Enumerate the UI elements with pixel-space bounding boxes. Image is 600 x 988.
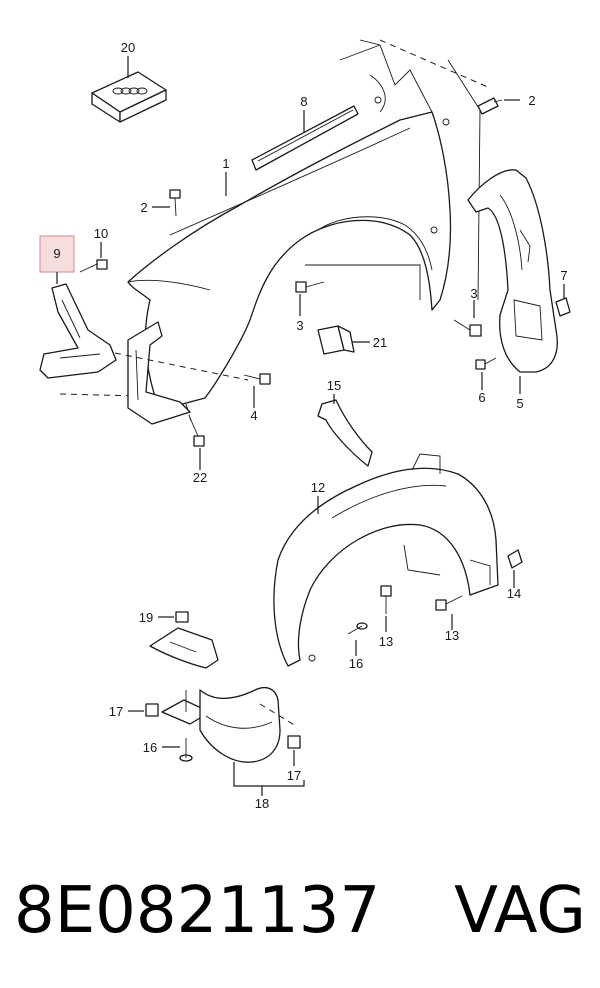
part-number: 8E0821137 (14, 874, 381, 948)
callout-21: 21 (373, 335, 387, 350)
callout-3-liner: 3 (470, 286, 477, 301)
callout-5: 5 (516, 396, 523, 411)
clip-17-right (287, 735, 301, 749)
clip-17-left (145, 703, 159, 717)
part-5-front-fender-liner-insert (467, 169, 558, 373)
callout-14: 14 (507, 586, 521, 601)
screw-6 (475, 357, 497, 370)
callout-20: 20 (121, 40, 135, 55)
callout-9-highlight (39, 235, 75, 273)
callout-7: 7 (560, 268, 567, 283)
screw-4 (243, 373, 271, 385)
callout-18: 18 (255, 796, 269, 811)
part-caption: 8E0821137 VAG (14, 866, 586, 956)
screw-14 (507, 549, 523, 569)
part-20-emblem-box (91, 71, 167, 123)
bolt-16-upper (347, 622, 368, 635)
callout-2-top: 2 (528, 93, 535, 108)
callout-16-upper: 16 (349, 656, 363, 671)
part-18-deflector-assembly (161, 686, 281, 763)
bolt-16-lower (179, 738, 193, 762)
part-15-seal (317, 399, 373, 467)
callout-16-lower: 16 (143, 740, 157, 755)
callout-1: 1 (222, 156, 229, 171)
callout-8: 8 (300, 94, 307, 109)
callout-6: 6 (478, 390, 485, 405)
clip-19 (175, 611, 189, 623)
brand-label: VAG (454, 874, 586, 948)
screw-7 (555, 297, 571, 317)
callout-13-a: 13 (379, 634, 393, 649)
screw-22 (189, 417, 205, 447)
lower-mount-bracket (149, 627, 219, 669)
callout-10: 10 (94, 226, 108, 241)
screw-10 (79, 259, 108, 273)
callout-3-fender: 3 (296, 318, 303, 333)
callout-22: 22 (193, 470, 207, 485)
screw-13-b (435, 595, 463, 611)
callout-4: 4 (250, 408, 257, 423)
part-21-clip (317, 325, 355, 355)
part-9-fender-bracket (39, 283, 141, 397)
callout-17-left: 17 (109, 704, 123, 719)
screw-3-fender (295, 281, 325, 293)
fender-mount-bracket (127, 321, 191, 425)
exploded-parts-diagram: 20 8 2 1 2 10 9 7 3 3 21 5 6 4 15 22 12 … (39, 39, 571, 811)
part-1-front-fender (127, 39, 491, 411)
callout-19: 19 (139, 610, 153, 625)
screw-3-liner (453, 319, 482, 337)
callout-2-fender: 2 (140, 200, 147, 215)
part-8-trim-strip (251, 105, 359, 171)
screw-2-fender (169, 189, 181, 217)
callout-9: 9 (53, 246, 60, 261)
part-12-wheelhouse-liner (273, 453, 499, 667)
screw-13-a (380, 585, 392, 614)
screw-2-top (477, 97, 503, 115)
callout-15: 15 (327, 378, 341, 393)
callout-17-right: 17 (287, 768, 301, 783)
callout-13-b: 13 (445, 628, 459, 643)
callout-12: 12 (311, 480, 325, 495)
